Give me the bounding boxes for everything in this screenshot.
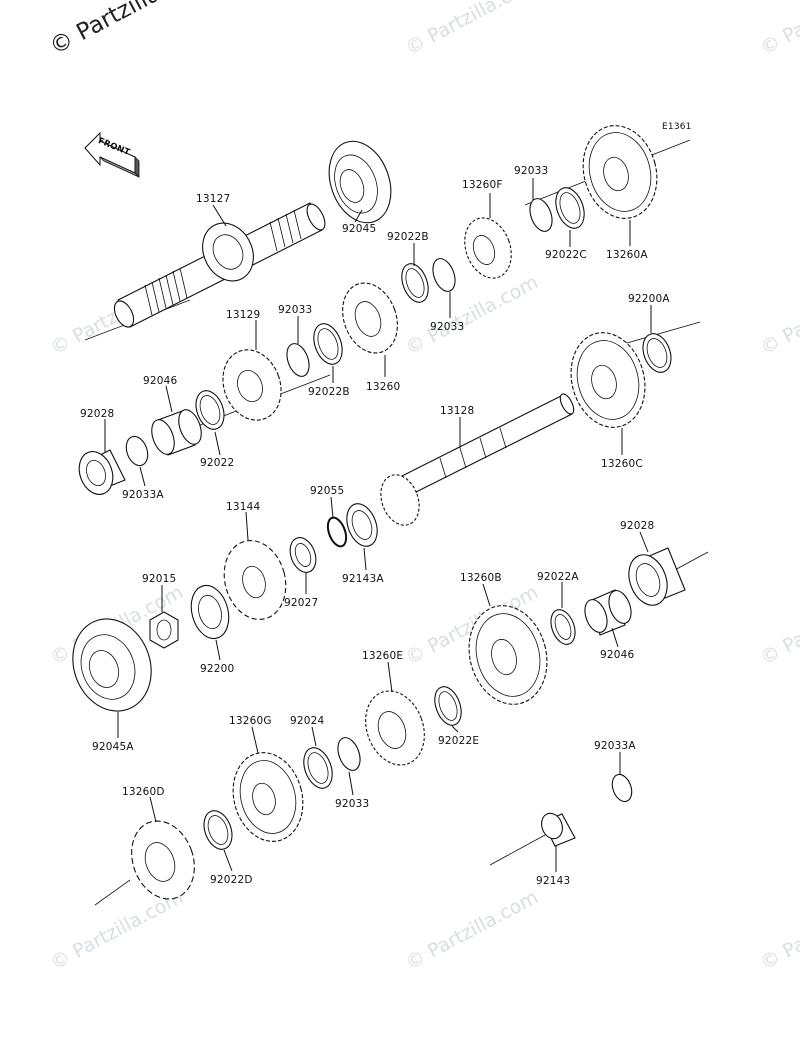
part-labels: 13127 92045 92022B 13260F 92033 92022C 1…: [80, 165, 670, 887]
part-label[interactable]: 92033A: [594, 740, 636, 752]
watermark: © Partzilla.com: [757, 581, 800, 669]
part-label[interactable]: 92028: [620, 520, 654, 532]
bearing-92045[interactable]: [318, 133, 401, 232]
circlip-92033a[interactable]: [122, 433, 151, 468]
washer-92024[interactable]: [299, 744, 338, 792]
part-label[interactable]: 92022A: [537, 571, 579, 583]
gear-13260[interactable]: [333, 275, 406, 360]
collar-92143[interactable]: [538, 810, 576, 847]
washer-92022d[interactable]: [199, 807, 237, 853]
o-ring-92055[interactable]: [324, 515, 349, 549]
leader-lines: [104, 178, 652, 872]
part-label[interactable]: 13260B: [460, 572, 502, 584]
gear-13260f[interactable]: [457, 211, 520, 284]
front-arrow-icon: FRONT: [84, 131, 140, 178]
part-label[interactable]: 92022B: [387, 231, 429, 243]
part-label[interactable]: 92033: [514, 165, 548, 177]
needle-bearing-92046-right[interactable]: [581, 588, 635, 636]
sprocket-13144[interactable]: [216, 534, 295, 627]
washer-92022[interactable]: [191, 387, 229, 433]
gear-13260a[interactable]: [573, 117, 667, 226]
watermark: © Partzilla.com: [757, 886, 800, 974]
collar-92143a[interactable]: [341, 500, 382, 551]
part-label[interactable]: 13127: [196, 193, 230, 205]
part-label[interactable]: 92022: [200, 457, 234, 469]
part-label[interactable]: 92143A: [342, 573, 384, 585]
part-label[interactable]: 13260D: [122, 786, 165, 798]
bearing-92045a[interactable]: [60, 608, 164, 722]
part-label[interactable]: 92200: [200, 663, 234, 675]
part-label[interactable]: 92022E: [438, 735, 479, 747]
part-label[interactable]: 13260E: [362, 650, 403, 662]
gear-13260d[interactable]: [121, 812, 205, 908]
part-label[interactable]: 92033: [430, 321, 464, 333]
watermark: © Partzilla.com: [47, 886, 187, 974]
part-label[interactable]: 92022B: [308, 386, 350, 398]
washers-mid[interactable]: [283, 320, 348, 380]
part-label[interactable]: 13144: [226, 501, 261, 513]
needle-bearing-92046[interactable]: [147, 407, 205, 458]
washer-92200a[interactable]: [638, 330, 676, 376]
part-label[interactable]: 13260G: [229, 715, 272, 727]
gear-13260b[interactable]: [458, 597, 557, 713]
washers-top[interactable]: [397, 184, 590, 306]
part-label[interactable]: 92022D: [210, 874, 253, 886]
watermark: © Partzilla.com: [757, 271, 800, 359]
gear-13260c[interactable]: [561, 324, 655, 435]
part-label[interactable]: 92055: [310, 485, 344, 497]
part-label[interactable]: 13260C: [601, 458, 643, 470]
part-label[interactable]: 13128: [440, 405, 474, 417]
gear-13129[interactable]: [213, 342, 290, 429]
part-label[interactable]: 92143: [536, 875, 570, 887]
part-label[interactable]: 13260: [366, 381, 400, 393]
gear-13260e[interactable]: [356, 683, 435, 774]
diagram-code: E1361: [662, 122, 692, 132]
watermark: © Partzilla.com: [757, 0, 800, 59]
part-label[interactable]: 92033: [335, 798, 369, 810]
part-label[interactable]: 92028: [80, 408, 114, 420]
part-label[interactable]: 92027: [284, 597, 318, 609]
part-label[interactable]: 92033A: [122, 489, 164, 501]
circlip-92033a-lower[interactable]: [609, 772, 635, 804]
countershaft[interactable]: [374, 392, 576, 531]
gear-13260g[interactable]: [224, 745, 313, 850]
part-label[interactable]: 92033: [278, 304, 312, 316]
part-label[interactable]: 92024: [290, 715, 325, 727]
part-label[interactable]: 92046: [600, 649, 635, 661]
part-label[interactable]: 13129: [226, 309, 260, 321]
washer-92022a[interactable]: [547, 606, 580, 647]
part-label[interactable]: 92200A: [628, 293, 670, 305]
watermark: © Partzilla.com: [402, 886, 542, 974]
part-label[interactable]: 92046: [143, 375, 178, 387]
collar-92027[interactable]: [286, 534, 321, 576]
part-label[interactable]: 92015: [142, 573, 176, 585]
part-label[interactable]: 92022C: [545, 249, 587, 261]
part-label[interactable]: 13260F: [462, 179, 503, 191]
bearing-92028[interactable]: [73, 447, 126, 499]
bearing-92028-right[interactable]: [622, 547, 686, 611]
part-label[interactable]: 13260A: [606, 249, 648, 261]
part-label[interactable]: 92045: [342, 223, 376, 235]
watermark: © Partzilla.com: [402, 0, 542, 59]
washer-92022e[interactable]: [430, 683, 466, 729]
washer-92200[interactable]: [186, 581, 235, 642]
circlip-92033-lower[interactable]: [334, 735, 364, 774]
main-shaft[interactable]: [111, 201, 329, 330]
nut-92015[interactable]: [149, 611, 179, 649]
part-label[interactable]: 92045A: [92, 741, 134, 753]
copyright-text: © Partzilla: [46, 0, 165, 60]
